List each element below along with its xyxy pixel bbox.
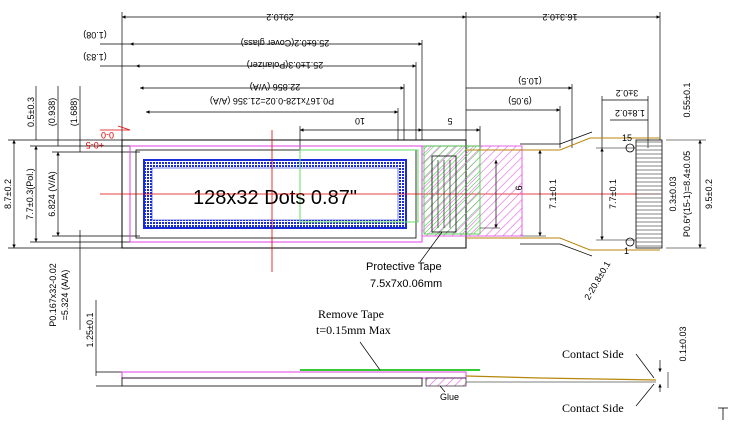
fpc-tail: [466, 131, 706, 257]
protective-tape-size: 7.5x7x0.06mm: [370, 278, 442, 290]
dim-3: 3±0.2: [616, 88, 638, 98]
dim-0-55: 0.55±0.1: [682, 83, 692, 118]
dim-1-688: (1.688): [69, 98, 79, 127]
dim-polarizer: 25.1±0.3(Polarizer): [247, 60, 323, 70]
pin-1-hole: [625, 237, 635, 247]
left-dimensions: [8, 86, 140, 387]
dim-pitch-v2: =5.324 (A/A): [60, 270, 70, 321]
center-lines: [100, 130, 660, 272]
protective-tape-title: Protective Tape: [366, 261, 442, 273]
dim-pitch-v: P0.167x32-0.02: [48, 263, 58, 327]
dim-0-3: 0.3±0.03: [668, 177, 678, 212]
dim-offset-1: (1.08): [83, 30, 107, 40]
side-view: [121, 341, 669, 407]
zero-markers: 0-0 +0-5: [86, 125, 131, 150]
dim-5: 5: [447, 116, 452, 126]
dim-h-va: 6.824 (V/A): [47, 171, 57, 217]
dim-cover-glass: 25.6±0.2(Cover glass): [241, 38, 329, 48]
protective-tape-area: [299, 149, 419, 223]
top-dimension-texts: 29±0.2 16.3±0.2 25.6±0.2(Cover glass) 25…: [83, 12, 692, 126]
dim-1-25: 1.25±0.1: [85, 313, 95, 348]
zero-h-label: 0-0: [101, 130, 114, 140]
side-glass-bottom: [121, 377, 423, 387]
left-dimension-texts: 0.5±0.3 (0.938) (1.688) 8.7±0.2 7.7±0.3(…: [3, 97, 95, 347]
dim-0-5: 0.5±0.3: [26, 97, 36, 127]
dim-7-1: 7.1±0.1: [548, 179, 558, 209]
dim-right: 16.3±0.2: [543, 12, 578, 22]
green-hatch-region: [423, 145, 481, 235]
contact-side-bottom: Contact Side: [562, 401, 624, 415]
dim-0-1: 0.1±0.03: [678, 327, 688, 362]
dim-10: 10: [355, 116, 365, 126]
dim-0-938: (0.938): [47, 98, 57, 127]
top-dimensions: [100, 12, 661, 150]
dim-10-5: (10.5): [518, 76, 542, 86]
dim-pitch-pins: P0.6*(15-1)=8.4±0.05: [682, 151, 692, 237]
dim-overall: 29±0.2: [266, 12, 293, 22]
corner-mark: [718, 407, 728, 420]
zero-v-label: +0-5: [86, 140, 104, 150]
remove-tape-thickness: t=0.15mm Max: [316, 323, 391, 337]
contact-side-top: Contact Side: [562, 347, 624, 361]
dim-9-5: 9.5±0.2: [704, 179, 714, 209]
side-view-texts: Remove Tape t=0.15mm Max Contact Side Co…: [316, 307, 688, 415]
dim-va: 22.856 (V/A): [250, 82, 301, 92]
dim-h-total: 8.7±0.2: [3, 179, 13, 209]
glue-label: Glue: [440, 392, 459, 402]
dim-radius: 2-20.8±0.1: [582, 259, 612, 301]
remove-tape-title: Remove Tape: [318, 307, 384, 321]
glue-block: [425, 377, 467, 387]
dim-6: 6: [514, 185, 524, 190]
display-text: 128x32 Dots 0.87": [193, 187, 357, 209]
pin-1-label: 1: [624, 246, 629, 256]
side-glass-top: [121, 371, 467, 379]
ic-chip: [431, 155, 457, 233]
fpc-pin-area: [635, 139, 663, 249]
pin-15-label: 15: [622, 133, 632, 143]
dim-1-8: 1.8±0.2: [615, 108, 645, 118]
protective-tape-callout: Protective Tape 7.5x7x0.06mm: [366, 231, 443, 290]
dim-9-05: (9.05): [508, 96, 532, 106]
dim-pitch-aa: P0.167x128-0.02=21.356 (A/A): [210, 96, 334, 106]
dim-7-7: 7.7±0.1: [608, 179, 618, 209]
dim-h-pol: 7.7±0.3(Pol.): [25, 168, 35, 219]
dim-offset-2: (1.83): [83, 52, 107, 62]
ic-bonding-area: 6 7.1±0.1: [421, 145, 558, 237]
